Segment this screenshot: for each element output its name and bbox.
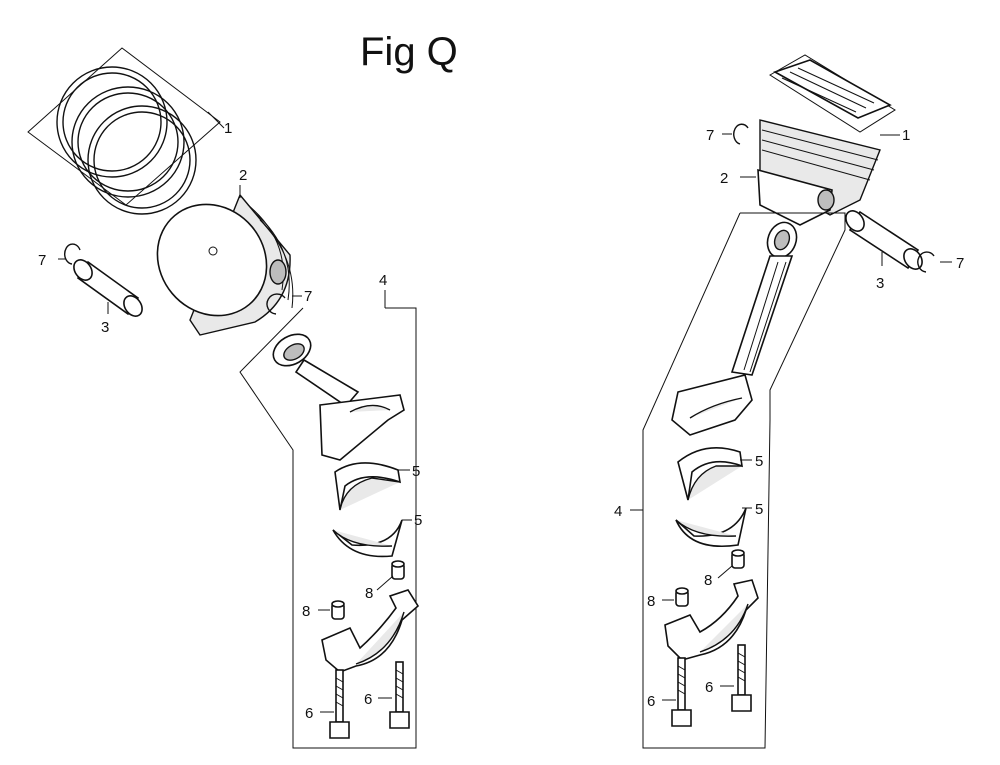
left-dowel-pin-a <box>331 600 345 620</box>
left-assembly: 1 2 7 3 7 4 <box>27 47 422 749</box>
right-callout-4: 4 <box>614 503 622 520</box>
right-callout-5a: 5 <box>755 453 763 470</box>
left-dowel-pin-b <box>391 560 405 580</box>
left-rod-cap <box>321 589 420 673</box>
left-callout-3: 3 <box>101 319 109 336</box>
right-bearing-shell-a <box>677 446 743 501</box>
left-callout-6b: 6 <box>364 691 372 708</box>
right-bearing-shell-b <box>675 507 747 547</box>
right-callout-7a: 7 <box>706 127 714 144</box>
right-callout-2: 2 <box>720 170 728 187</box>
right-connecting-rod <box>671 221 798 436</box>
left-piston-pin <box>73 259 143 317</box>
right-assembly: 1 2 7 3 7 4 <box>614 54 964 749</box>
right-piston-pin <box>845 210 923 270</box>
left-callout-7a: 7 <box>38 252 46 269</box>
right-rod-bolt-b <box>731 644 752 712</box>
left-rod-group-outline <box>239 307 417 749</box>
left-connecting-rod <box>272 333 405 461</box>
left-callout-6a: 6 <box>305 705 313 722</box>
left-rod-bolt-b <box>389 661 410 729</box>
left-callout-8a: 8 <box>302 603 310 620</box>
right-piston-rings <box>773 59 892 119</box>
left-pin-clip-a <box>64 243 81 265</box>
right-dowel-pin-a <box>675 587 689 607</box>
right-rod-bolt-a <box>671 657 692 727</box>
left-piston-rings <box>56 66 197 215</box>
right-pin-clip-b <box>917 251 935 273</box>
left-callout-5b: 5 <box>414 512 422 529</box>
right-callout-8b: 8 <box>704 572 712 589</box>
left-bearing-shell-a <box>334 462 402 511</box>
left-callout-1: 1 <box>224 120 232 137</box>
left-ring-set-box <box>27 47 221 206</box>
figure-title: Fig Q <box>360 30 458 74</box>
left-callout-2: 2 <box>239 167 247 184</box>
right-piston <box>757 119 881 226</box>
right-callout-7b: 7 <box>956 255 964 272</box>
right-callout-5b: 5 <box>755 501 763 518</box>
left-callout-7b: 7 <box>304 288 312 305</box>
right-dowel-pin-b <box>731 549 745 569</box>
right-rod-group-outline <box>642 212 846 749</box>
left-piston <box>156 193 294 336</box>
right-callout-6a: 6 <box>647 693 655 710</box>
left-callout-4: 4 <box>379 272 387 289</box>
right-callout-8a: 8 <box>647 593 655 610</box>
right-callout-3: 3 <box>876 275 884 292</box>
left-callout-8b: 8 <box>365 585 373 602</box>
left-pin-clip-b <box>266 293 286 315</box>
left-callout-5a: 5 <box>412 463 420 480</box>
left-rod-bolt-a <box>329 669 350 739</box>
right-callout-6b: 6 <box>705 679 713 696</box>
right-rod-cap <box>664 579 759 661</box>
right-ring-set-box <box>769 54 896 133</box>
right-pin-clip-a <box>733 123 749 145</box>
right-callout-1: 1 <box>902 127 910 144</box>
left-bearing-shell-b <box>332 519 403 558</box>
